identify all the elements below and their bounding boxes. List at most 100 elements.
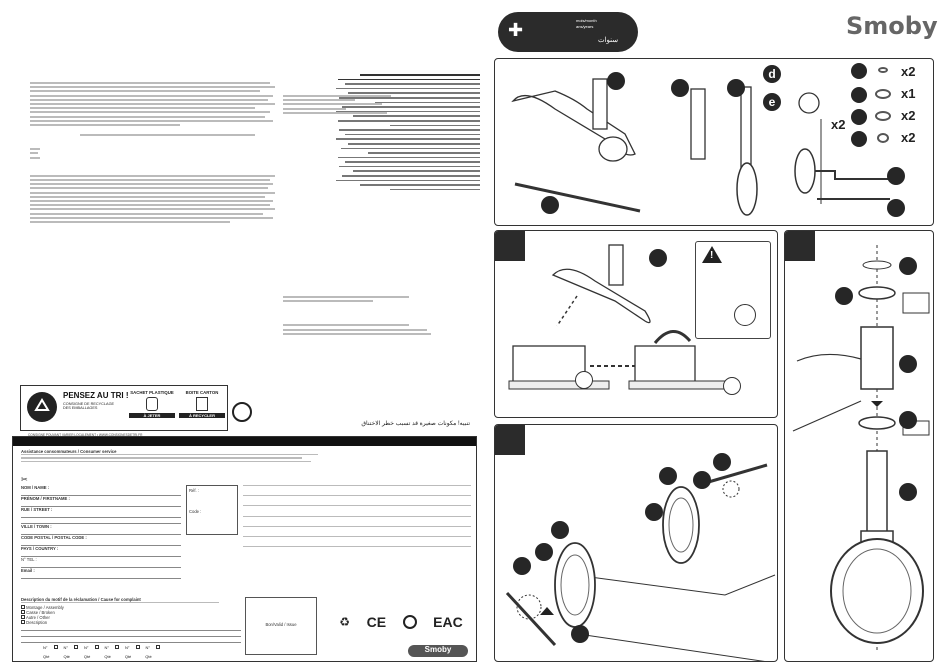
postcode-field[interactable] (21, 540, 181, 546)
step-2-tab (495, 425, 525, 455)
smoby-form-logo: Smoby (408, 645, 468, 657)
left-text-column (30, 82, 280, 272)
part-marker-3 (727, 79, 745, 97)
cert-logos: ♻ CE EAC (331, 607, 471, 637)
step-3-marker-1 (899, 257, 917, 275)
step-1-panel: ! (494, 230, 778, 418)
step-2-marker-1 (659, 467, 677, 485)
cardboard-box-column: BOITE CARTON À RECYCLER (179, 390, 225, 418)
step-3-panel (784, 230, 934, 662)
step-3-marker-5 (899, 483, 917, 501)
part-d-label: d (768, 67, 776, 81)
plastic-bag-column: SACHET PLASTIQUE À JETER (129, 390, 175, 418)
detail-circle-1 (575, 371, 593, 389)
parts-illustration (511, 78, 890, 216)
tel-field[interactable] (21, 562, 181, 568)
consumer-service-form: Assistance consommateurs / Consumer serv… (12, 436, 477, 662)
hardware-marker-3 (851, 109, 867, 125)
part-e-qty: x2 (831, 117, 846, 132)
step-3-marker-3 (899, 355, 917, 373)
recycling-title: PENSEZ AU TRI ! (63, 391, 129, 400)
firstname-label: PRÉNOM / FIRSTNAME : (21, 496, 70, 501)
email-field[interactable] (21, 573, 181, 579)
bearing-cup-icon (875, 111, 891, 121)
town-label: VILLE / TOWN : (21, 524, 52, 529)
hardware-qty-4: x2 (901, 130, 916, 145)
hardware-qty-3: x2 (901, 108, 916, 123)
country-label: PAYS / COUNTRY : (21, 546, 59, 551)
no-entry-icon (402, 615, 417, 629)
step-3-tab (785, 231, 815, 261)
zoom-circle (734, 304, 756, 326)
child-icon: ✚ (508, 20, 524, 40)
step-1-illustration (508, 244, 730, 390)
parts-overview-panel: d e x2 x2 x1 x2 x2 (494, 58, 934, 226)
tel-label: N° TEL : (21, 557, 37, 562)
tool-marker-2 (887, 199, 905, 217)
age-badge: ✚ mois/month ans/years سنوات (498, 12, 638, 52)
stamp-area-box: Bon/Valid / Issue (245, 597, 317, 655)
scissors-icon: ✂ (21, 475, 28, 484)
smoby-logo: Smoby (846, 12, 938, 40)
part-marker-1 (607, 72, 625, 90)
middle-text-column (283, 95, 463, 395)
info-icon (232, 402, 252, 422)
street-label: RUE / STREET : (21, 507, 53, 512)
checkbox-assembly[interactable] (21, 605, 25, 610)
washer-icon (878, 67, 888, 73)
recycling-footer: CONSIGNE POUVANT VARIER LOCALEMENT • WWW… (28, 433, 143, 437)
eac-mark: EAC (433, 614, 463, 630)
name-label: NOM / NAME : (21, 485, 50, 490)
checkbox-broken[interactable] (21, 610, 25, 615)
warning-inset: ! (695, 241, 771, 339)
email-label: Email : (21, 568, 35, 573)
parts-order-rows: N° N° N° N° N° N° (43, 645, 243, 650)
bag-icon (146, 397, 158, 411)
step-2-marker-5 (551, 521, 569, 539)
step-2-marker-7 (513, 557, 531, 575)
name-field[interactable] (21, 490, 181, 496)
step-3-marker-2 (835, 287, 853, 305)
hardware-qty-1: x2 (901, 64, 916, 79)
recycling-info-box: PENSEZ AU TRI ! CONSIGNE DE RECYCLAGE DE… (20, 385, 228, 431)
hardware-marker-4 (851, 131, 867, 147)
checkbox-other[interactable] (21, 615, 25, 620)
step-3-marker-4 (899, 411, 917, 429)
complaint-label: Description du motif de la réclamation /… (21, 597, 141, 602)
checkbox-description[interactable] (21, 620, 25, 625)
step-2-marker-8 (571, 625, 589, 643)
bin-icon (196, 397, 208, 411)
town-field[interactable] (21, 529, 181, 535)
street-field[interactable] (21, 512, 181, 518)
nut-icon (877, 133, 889, 143)
reference-box: Réf. : Code : (186, 485, 238, 535)
arabic-text-column (330, 74, 480, 304)
postcode-label: CODE POSTAL / POSTAL CODE : (21, 535, 87, 540)
step-2-marker-6 (535, 543, 553, 561)
ce-mark: CE (366, 614, 387, 630)
warning-triangle-icon (702, 246, 722, 263)
tool-marker-1 (887, 167, 905, 185)
step-2-marker-4 (645, 503, 663, 521)
bearing-icon (875, 89, 891, 99)
recycle-icon (27, 392, 57, 422)
hardware-marker-2 (851, 87, 867, 103)
step-2-marker-3 (713, 453, 731, 471)
mobius-icon: ♻ (339, 615, 351, 629)
step-3-illustration (792, 245, 930, 651)
step-1-tab (495, 231, 525, 261)
firstname-field[interactable] (21, 501, 181, 507)
step-2-illustration (505, 463, 776, 661)
part-marker-4 (541, 196, 559, 214)
step-2-panel (494, 424, 778, 662)
step-1-marker (649, 249, 667, 267)
step-2-marker-2 (693, 471, 711, 489)
part-e-label: e (768, 95, 776, 109)
hardware-qty-2: x1 (901, 86, 916, 101)
hardware-marker-1 (851, 63, 867, 79)
country-field[interactable] (21, 551, 181, 557)
part-marker-2 (671, 79, 689, 97)
arabic-warning: تنبيه! مكونات صغيرة قد تسبب خطر الاختناق (361, 421, 470, 427)
form-header-bar (13, 437, 476, 446)
